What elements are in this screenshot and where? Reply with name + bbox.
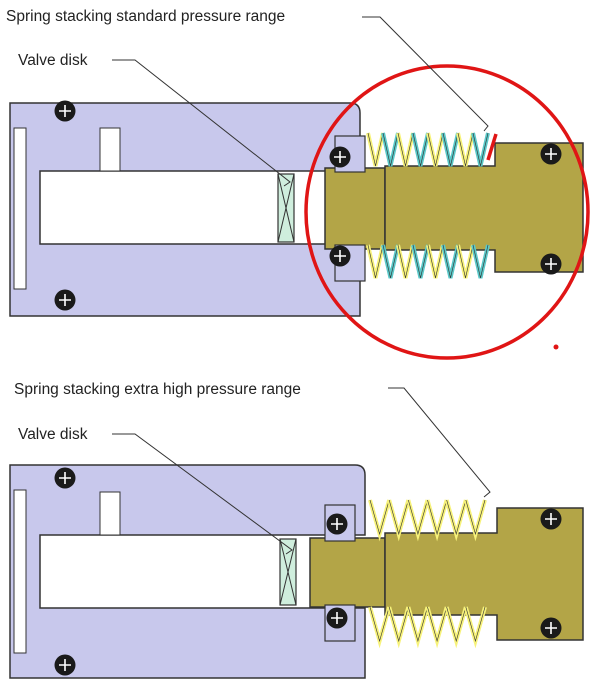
bottom-oring-head-lower [539, 616, 563, 640]
bottom-housing-bore [13, 489, 27, 654]
spring-disc-outline [465, 606, 486, 643]
spring-disc-outline [442, 132, 459, 167]
bottom-valve-leader [112, 433, 293, 555]
spring-disc-outline [382, 244, 399, 279]
top-spring-leader [362, 16, 489, 132]
spring-disc [366, 132, 385, 167]
spring-disc-outline [472, 132, 489, 167]
spring-disc-outline [388, 499, 409, 536]
spring-disc [441, 132, 460, 167]
top-piston [324, 167, 386, 250]
top-valve-disk [277, 173, 295, 243]
spring-disc-outline [427, 606, 447, 643]
bottom-valve-disk-label: Valve disk [18, 426, 88, 443]
bottom-oring-housing-upper [53, 466, 77, 490]
top-spring-label: Spring stacking standard pressure range [6, 8, 286, 25]
spring-disc-outline [369, 499, 390, 536]
bottom-spring-leader [388, 387, 491, 498]
top-highlight-dot [553, 344, 559, 350]
top-highlight-circle [304, 64, 590, 360]
bottom-valve-assembly [9, 387, 584, 679]
top-spring-highlight-mark [486, 133, 498, 161]
top-housing-port [99, 127, 121, 172]
spring-disc-outline [388, 606, 409, 643]
top-oring-head-upper [539, 142, 563, 166]
top-spring-stack [366, 132, 490, 279]
spring-disc [368, 499, 392, 542]
top-valve-disk-label: Valve disk [18, 52, 88, 69]
spring-disc-outline [465, 499, 486, 536]
spring-disc-outline [367, 244, 384, 279]
spring-disc [366, 244, 385, 279]
spring-disc-outline [427, 244, 444, 279]
spring-disc [471, 132, 490, 167]
spring-disc-outline [397, 244, 414, 279]
spring-disc [456, 132, 475, 167]
bottom-valve-disk [279, 538, 297, 606]
bottom-piston-head [384, 507, 584, 641]
spring-disc-outline [457, 244, 474, 279]
spring-disc [425, 499, 449, 542]
top-valve-assembly [9, 16, 590, 360]
bottom-piston [309, 537, 386, 608]
spring-disc [396, 132, 415, 167]
spring-disc [463, 499, 487, 542]
bottom-housing-port [99, 491, 121, 536]
spring-disc-outline [412, 244, 429, 279]
spring-disc [406, 499, 430, 542]
top-oring-housing-lower [53, 288, 77, 312]
spring-disc-outline [369, 606, 390, 643]
spring-disc-outline [442, 244, 459, 279]
top-housing-bore [13, 127, 27, 290]
spring-disc-outline [412, 132, 429, 167]
spring-disc-outline [408, 606, 428, 643]
top-oring-piston-1 [328, 145, 352, 169]
bottom-oring-piston-2 [325, 606, 349, 630]
top-oring-head-lower [539, 252, 563, 276]
top-oring-piston-2 [328, 244, 352, 268]
bottom-spring-stack [368, 499, 487, 649]
spring-disc-outline [427, 132, 444, 167]
spring-disc-outline [367, 132, 384, 167]
bottom-oring-head-upper [539, 507, 563, 531]
spring-disc-outline [446, 606, 467, 643]
top-oring-housing-upper [53, 99, 77, 123]
spring-disc [368, 606, 392, 649]
spring-disc-outline [427, 499, 447, 536]
spring-disc [411, 132, 430, 167]
spring-disc-outline [397, 132, 414, 167]
bottom-oring-housing-lower [53, 653, 77, 677]
spring-disc-outline [472, 244, 489, 279]
spring-disc-outline [382, 132, 399, 167]
top-piston-head [384, 142, 584, 273]
bottom-spring-label: Spring stacking extra high pressure rang… [14, 381, 301, 398]
spring-disc-outline [446, 499, 467, 536]
bottom-housing [9, 464, 366, 679]
bottom-oring-piston-1 [325, 512, 349, 536]
spring-disc [426, 132, 445, 167]
spring-disc [444, 499, 468, 542]
spring-disc [381, 132, 400, 167]
top-valve-leader [112, 59, 291, 187]
spring-disc-outline [457, 132, 474, 167]
spring-disc-outline [408, 499, 428, 536]
spring-disc [387, 499, 411, 542]
